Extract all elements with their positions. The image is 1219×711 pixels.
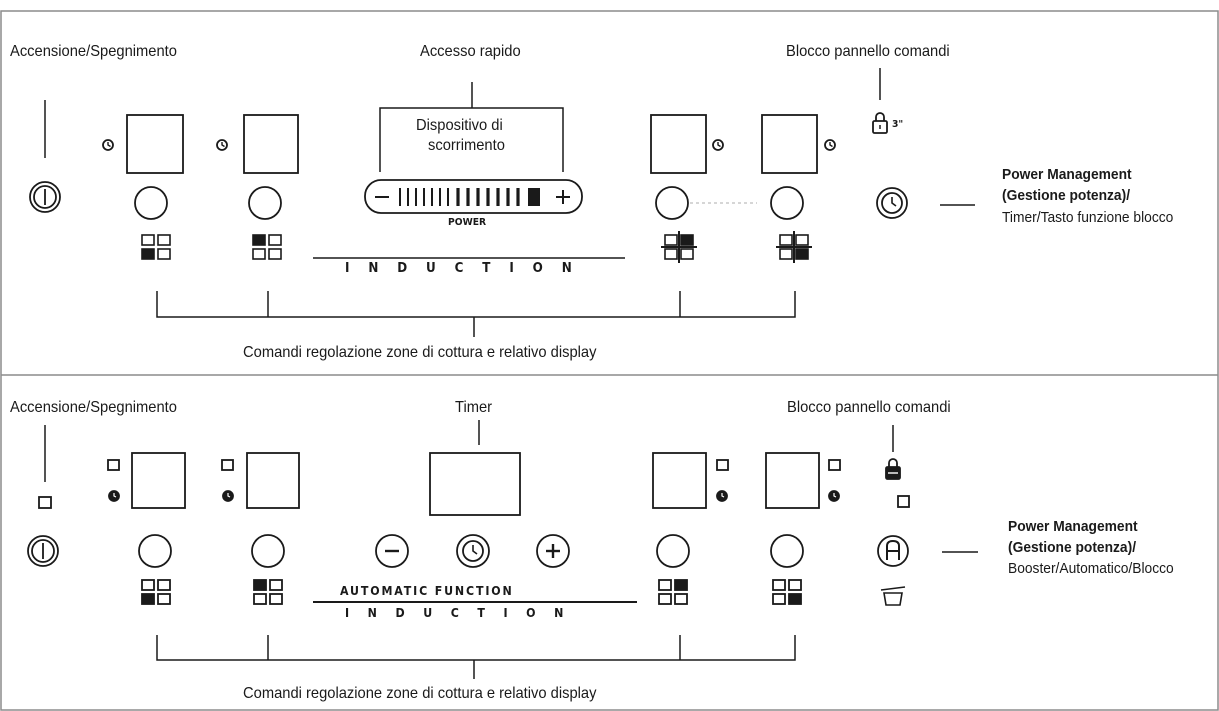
zone-1b-controls	[107, 452, 186, 605]
slider-label-line2: scorrimento	[428, 137, 505, 154]
zone-3b-display	[652, 452, 707, 509]
automatic-function-text: AUTOMATIC FUNCTION	[340, 584, 514, 598]
power-mgmt-2-line1: Power Management	[1008, 518, 1138, 535]
power-button-icon	[29, 181, 61, 213]
zone-3b-controls	[652, 452, 729, 605]
zone-4-grid-icon	[776, 231, 812, 263]
timer-button-icon	[456, 534, 490, 568]
lock-indicator-led	[897, 495, 910, 508]
zone-1-button	[134, 186, 168, 220]
zone-3-button	[655, 186, 689, 220]
power-mgmt-2-line2: (Gestione potenza)/	[1008, 539, 1137, 556]
zone-3-display	[650, 114, 707, 174]
zone-1-display	[126, 114, 184, 174]
power-indicator-led	[38, 496, 52, 509]
zone-4-button	[770, 186, 804, 220]
zone-2-display	[243, 114, 299, 174]
timer-label: Timer	[455, 399, 493, 416]
lock-2-icon	[885, 458, 901, 480]
lock-icon	[872, 112, 888, 134]
minus-button-icon	[375, 534, 409, 568]
zones-label-2: Comandi regolazione zone di cottura e re…	[243, 685, 597, 702]
power-mgmt-line1: Power Management	[1002, 166, 1132, 183]
panel-2	[27, 420, 978, 679]
zone-3-grid-icon	[661, 231, 697, 263]
outer-frame	[0, 10, 1219, 711]
slider-power-text: POWER	[448, 217, 487, 228]
timer-function-button-icon	[876, 187, 908, 219]
zone-1b-display	[131, 452, 186, 509]
automatic-button-icon	[877, 535, 909, 567]
induction-text-2: I N D U C T I O N	[345, 606, 571, 620]
plus-button-icon	[536, 534, 570, 568]
zone-2b-display	[246, 452, 300, 509]
zone-1-timer-icon	[102, 139, 114, 151]
power-on-off-label: Accensione/Spegnimento	[10, 43, 177, 60]
zone-2-timer-icon	[216, 139, 228, 151]
zone-1-grid-icon	[141, 234, 171, 260]
panel-1	[29, 68, 975, 337]
lock-panel-label: Blocco pannello comandi	[786, 43, 950, 60]
lock-time-text: 3"	[892, 119, 904, 130]
power-mgmt-line2: (Gestione potenza)/	[1002, 187, 1131, 204]
power-slider	[364, 179, 583, 214]
zones-label: Comandi regolazione zone di cottura e re…	[243, 344, 597, 361]
quick-access-label: Accesso rapido	[420, 43, 521, 60]
zone-4b-display	[765, 452, 820, 509]
induction-text: I N D U C T I O N	[345, 261, 580, 276]
zones-bracket	[156, 291, 796, 318]
zone-4-controls	[761, 114, 836, 263]
pot-icon	[880, 586, 906, 606]
power-button-2-icon	[27, 535, 59, 567]
zone-2-controls	[216, 114, 299, 260]
zone-2b-controls	[221, 452, 300, 605]
zone-1-controls	[102, 114, 184, 260]
zone-4-timer-icon	[824, 139, 836, 151]
power-mgmt-line3: Timer/Tasto funzione blocco	[1002, 209, 1174, 226]
slider-label-line1: Dispositivo di	[416, 117, 503, 134]
timer-display	[429, 452, 521, 516]
zone-3-controls	[650, 114, 757, 263]
lock-panel-label-2: Blocco pannello comandi	[787, 399, 951, 416]
power-mgmt-2-line3: Booster/Automatico/Blocco	[1008, 560, 1174, 577]
power-on-off-label-2: Accensione/Spegnimento	[10, 399, 177, 416]
zone-2-grid-icon	[252, 234, 282, 260]
zone-4-display	[761, 114, 818, 174]
zone-4b-controls	[765, 452, 841, 605]
zone-2-button	[248, 186, 282, 220]
zone-3-timer-icon	[712, 139, 724, 151]
